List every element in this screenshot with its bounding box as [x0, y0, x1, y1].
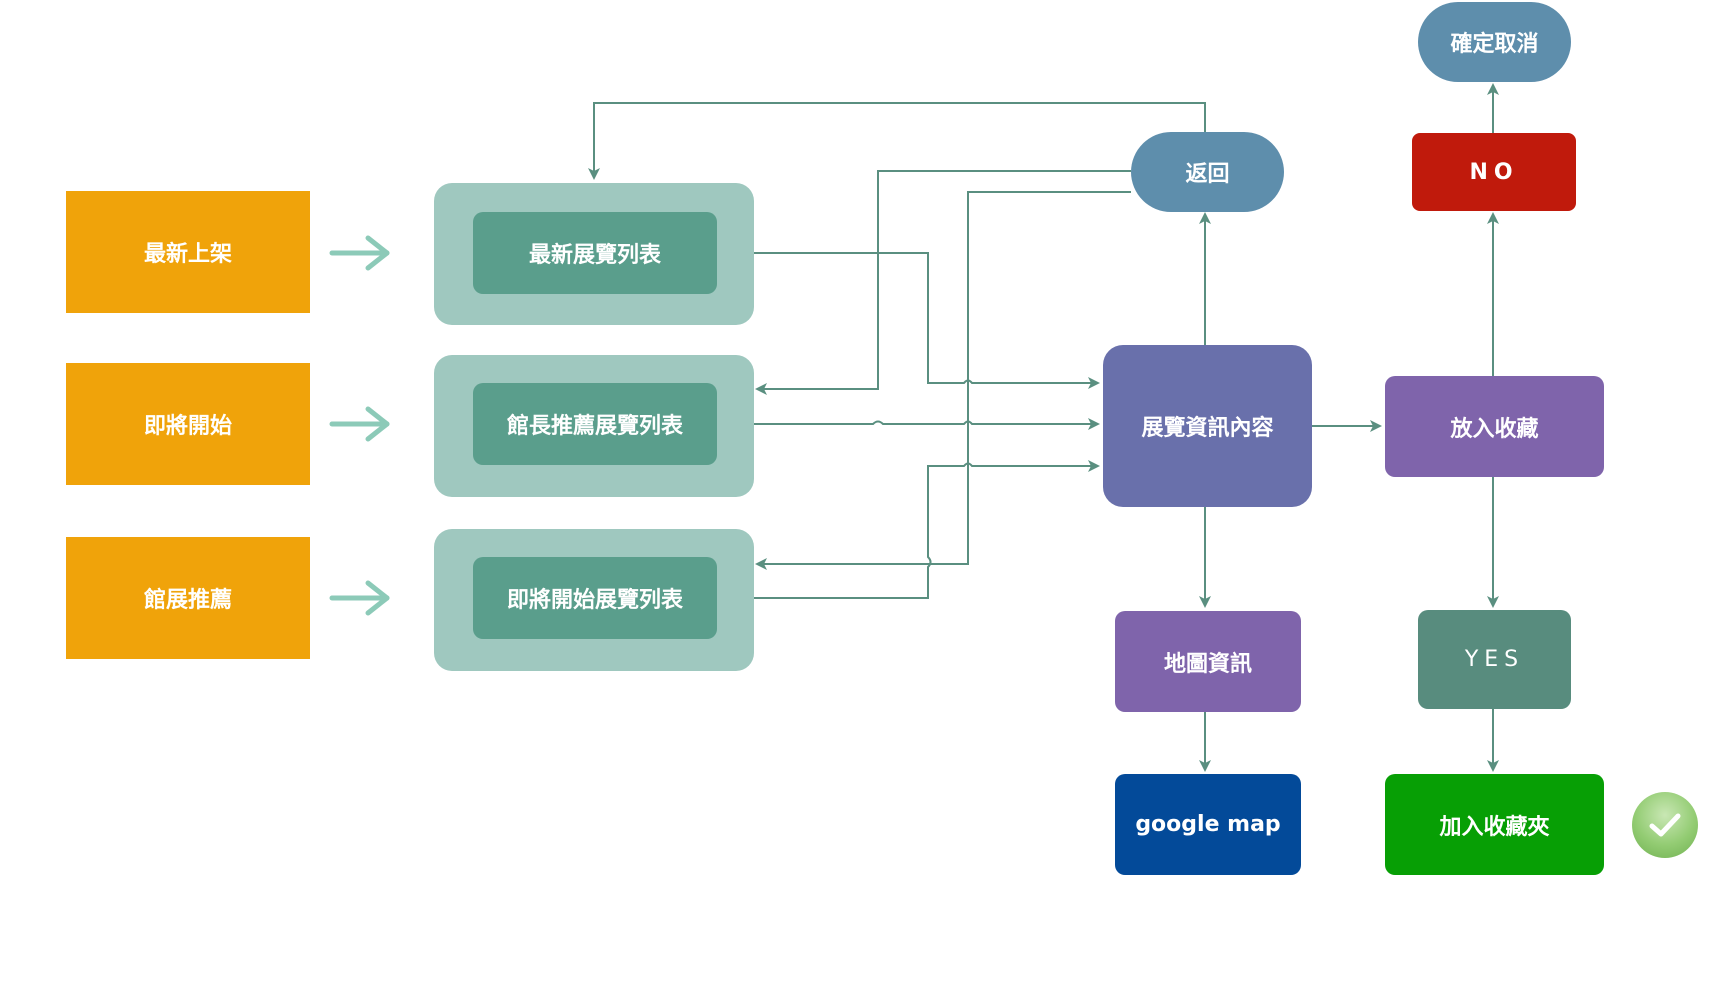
- yes-node[interactable]: YES: [1418, 610, 1571, 709]
- list-upcoming[interactable]: 即將開始展覽列表: [473, 557, 717, 639]
- source-arrow-3: [329, 580, 390, 616]
- add-to-folder-label: 加入收藏夾: [1439, 814, 1550, 840]
- google-map-label: google map: [1135, 812, 1281, 837]
- back-label: 返回: [1185, 162, 1230, 187]
- list-curator-label: 館長推薦展覽列表: [506, 414, 683, 439]
- no-node[interactable]: NO: [1412, 133, 1576, 211]
- source-upcoming[interactable]: 即將開始: [66, 363, 310, 485]
- source-recommended-label: 館展推薦: [143, 588, 232, 613]
- map-info-label: 地圖資訊: [1163, 651, 1252, 677]
- back-node[interactable]: 返回: [1131, 132, 1284, 212]
- exhibition-detail-label: 展覽資訊內容: [1141, 416, 1274, 441]
- source-arrow-1: [329, 235, 390, 271]
- check-icon-glyph: [1649, 813, 1681, 837]
- source-recommended[interactable]: 館展推薦: [66, 537, 310, 659]
- connector-back-to-list2: [755, 170, 1131, 395]
- source-latest[interactable]: 最新上架: [66, 191, 310, 313]
- source-upcoming-label: 即將開始: [143, 414, 232, 439]
- connector-list2-to-detail: [754, 418, 1100, 430]
- confirm-cancel-label: 確定取消: [1450, 32, 1539, 57]
- connector-list1-to-detail: [754, 252, 1100, 389]
- source-latest-label: 最新上架: [143, 242, 232, 267]
- exhibition-detail-node[interactable]: 展覽資訊內容: [1103, 345, 1312, 507]
- list-curator[interactable]: 館長推薦展覽列表: [473, 383, 717, 465]
- check-icon: [1632, 792, 1698, 858]
- google-map-node[interactable]: google map: [1115, 774, 1301, 875]
- confirm-cancel-node[interactable]: 確定取消: [1418, 2, 1571, 82]
- add-to-folder-node[interactable]: 加入收藏夾: [1385, 774, 1604, 875]
- connector-list3-to-detail: [754, 460, 1100, 599]
- connector-back-to-list1: [588, 102, 1206, 180]
- no-label: NO: [1469, 159, 1519, 185]
- yes-label: YES: [1464, 647, 1525, 672]
- source-arrow-2: [329, 406, 390, 442]
- add-to-collection-node[interactable]: 放入收藏: [1385, 376, 1604, 477]
- list-upcoming-label: 即將開始展覽列表: [506, 588, 683, 613]
- connector-back-to-list3: [755, 191, 1131, 570]
- map-info-node[interactable]: 地圖資訊: [1115, 611, 1301, 712]
- list-latest[interactable]: 最新展覽列表: [473, 212, 717, 294]
- list-latest-label: 最新展覽列表: [528, 243, 661, 268]
- add-to-collection-label: 放入收藏: [1450, 416, 1539, 442]
